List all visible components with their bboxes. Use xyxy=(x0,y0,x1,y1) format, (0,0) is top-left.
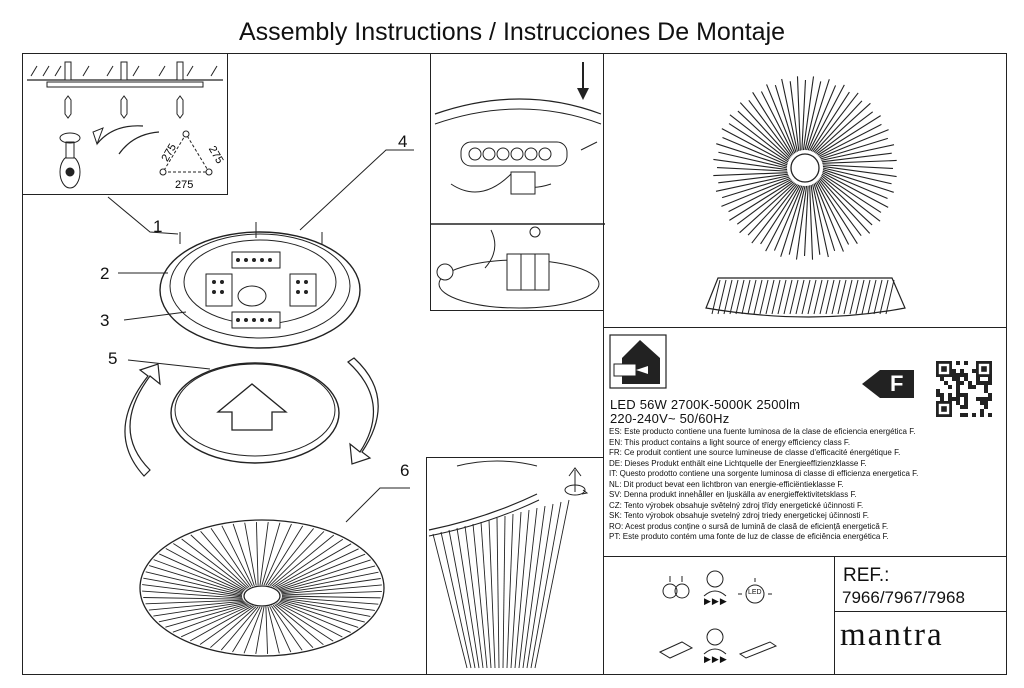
energy-statement: PT: Este produto contém uma fonte de luz… xyxy=(609,532,889,542)
callout-5: 5 xyxy=(108,349,118,368)
spec-line-1: LED 56W 2700K-5000K 2500lm xyxy=(610,397,801,412)
callout-3: 3 xyxy=(100,311,110,330)
spec-line-2: 220-240V~ 50/60Hz xyxy=(610,411,730,426)
energy-statement: SV: Denna produkt innehåller en ljuskäll… xyxy=(609,490,857,500)
energy-statement: ES: Este producto contiene una fuente lu… xyxy=(609,427,916,436)
divider-spec-top xyxy=(603,327,1007,329)
mounting-detail-drawing: 275 275 275 xyxy=(27,61,226,191)
callout-6: 6 xyxy=(400,461,410,480)
callout-2: 2 xyxy=(100,264,110,283)
dimension-label-1: 275 xyxy=(175,179,193,191)
ref-label: REF.: xyxy=(843,565,890,586)
callout-1: 1 xyxy=(153,217,163,236)
rotate-icon xyxy=(564,467,589,496)
energy-statement: IT: Questo prodotto contiene una sorgent… xyxy=(609,469,919,479)
sequence-arrows-1: ▶▶▶ xyxy=(704,596,728,606)
shade-detail-drawing xyxy=(428,460,589,669)
energy-statement: CZ: Tento výrobek obsahuje světelný zdro… xyxy=(609,500,864,510)
energy-class-letter: F xyxy=(890,371,904,396)
mounting-detail-panel: 275 275 275 xyxy=(22,53,228,195)
energy-statement: NL: Dit product bevat een lichtbron van … xyxy=(609,479,844,489)
energy-statement: DE: Dieses Produkt enthält eine Lichtque… xyxy=(609,458,867,468)
wiring-detail-panel xyxy=(430,53,605,311)
dimension-label-3: 275 xyxy=(206,144,226,166)
divider-right-column xyxy=(603,53,605,675)
energy-statement: SK: Tento výrobok obsahuje svetelný zdro… xyxy=(609,511,869,521)
divider-spec-bottom xyxy=(603,556,1007,558)
sequence-arrows-2: ▶▶▶ xyxy=(704,654,728,664)
divider-ref-brand xyxy=(834,611,1007,613)
wiring-detail-drawing xyxy=(431,62,605,309)
energy-statement: RO: Acest produs conține o sursă de lumi… xyxy=(609,521,889,531)
divider-ref-column xyxy=(834,556,836,675)
drill-icon xyxy=(59,132,81,189)
energy-statement: FR: Ce produit contient une source lumin… xyxy=(609,448,901,458)
page-title: Assembly Instructions / Instrucciones De… xyxy=(238,18,786,46)
dimension-label-2: 275 xyxy=(159,142,179,164)
brand-logo: mantra xyxy=(840,617,944,653)
callout-4: 4 xyxy=(398,132,408,151)
ref-value: 7966/7967/7968 xyxy=(842,588,965,607)
energy-statement: EN: This product contains a light source… xyxy=(609,437,851,447)
led-icon-label: LED xyxy=(748,589,762,596)
shade-detail-panel xyxy=(426,457,604,675)
energy-statements-list: ES: Este producto contiene una fuente lu… xyxy=(609,427,1004,543)
